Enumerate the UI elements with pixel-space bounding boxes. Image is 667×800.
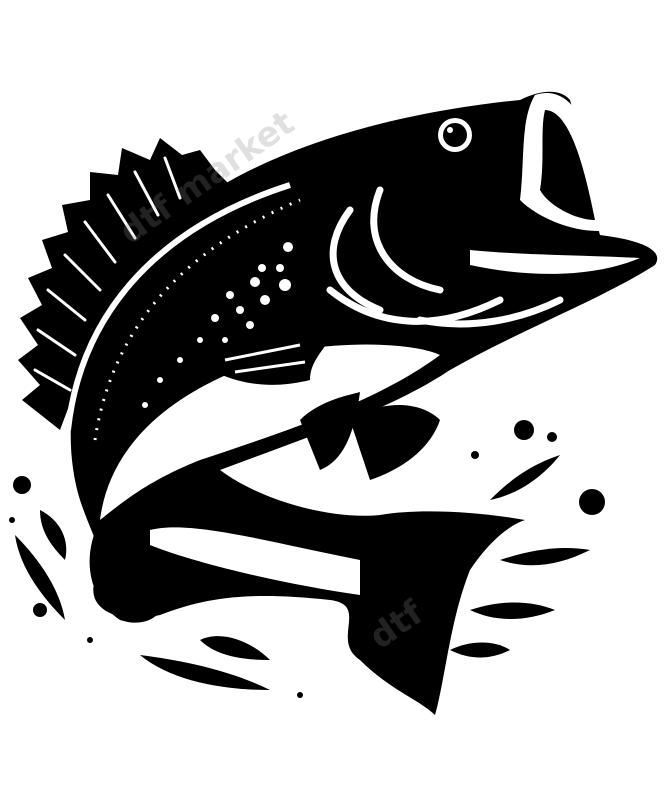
lateral-line: [65, 182, 291, 431]
pectoral-fin: [195, 326, 335, 385]
gill-lines: [326, 186, 564, 328]
scale-spots: [142, 242, 293, 408]
pelvic-fin: [300, 392, 360, 470]
fish-belly: [100, 344, 440, 520]
water-splash: [9, 420, 605, 698]
tail-fin: [89, 520, 165, 623]
